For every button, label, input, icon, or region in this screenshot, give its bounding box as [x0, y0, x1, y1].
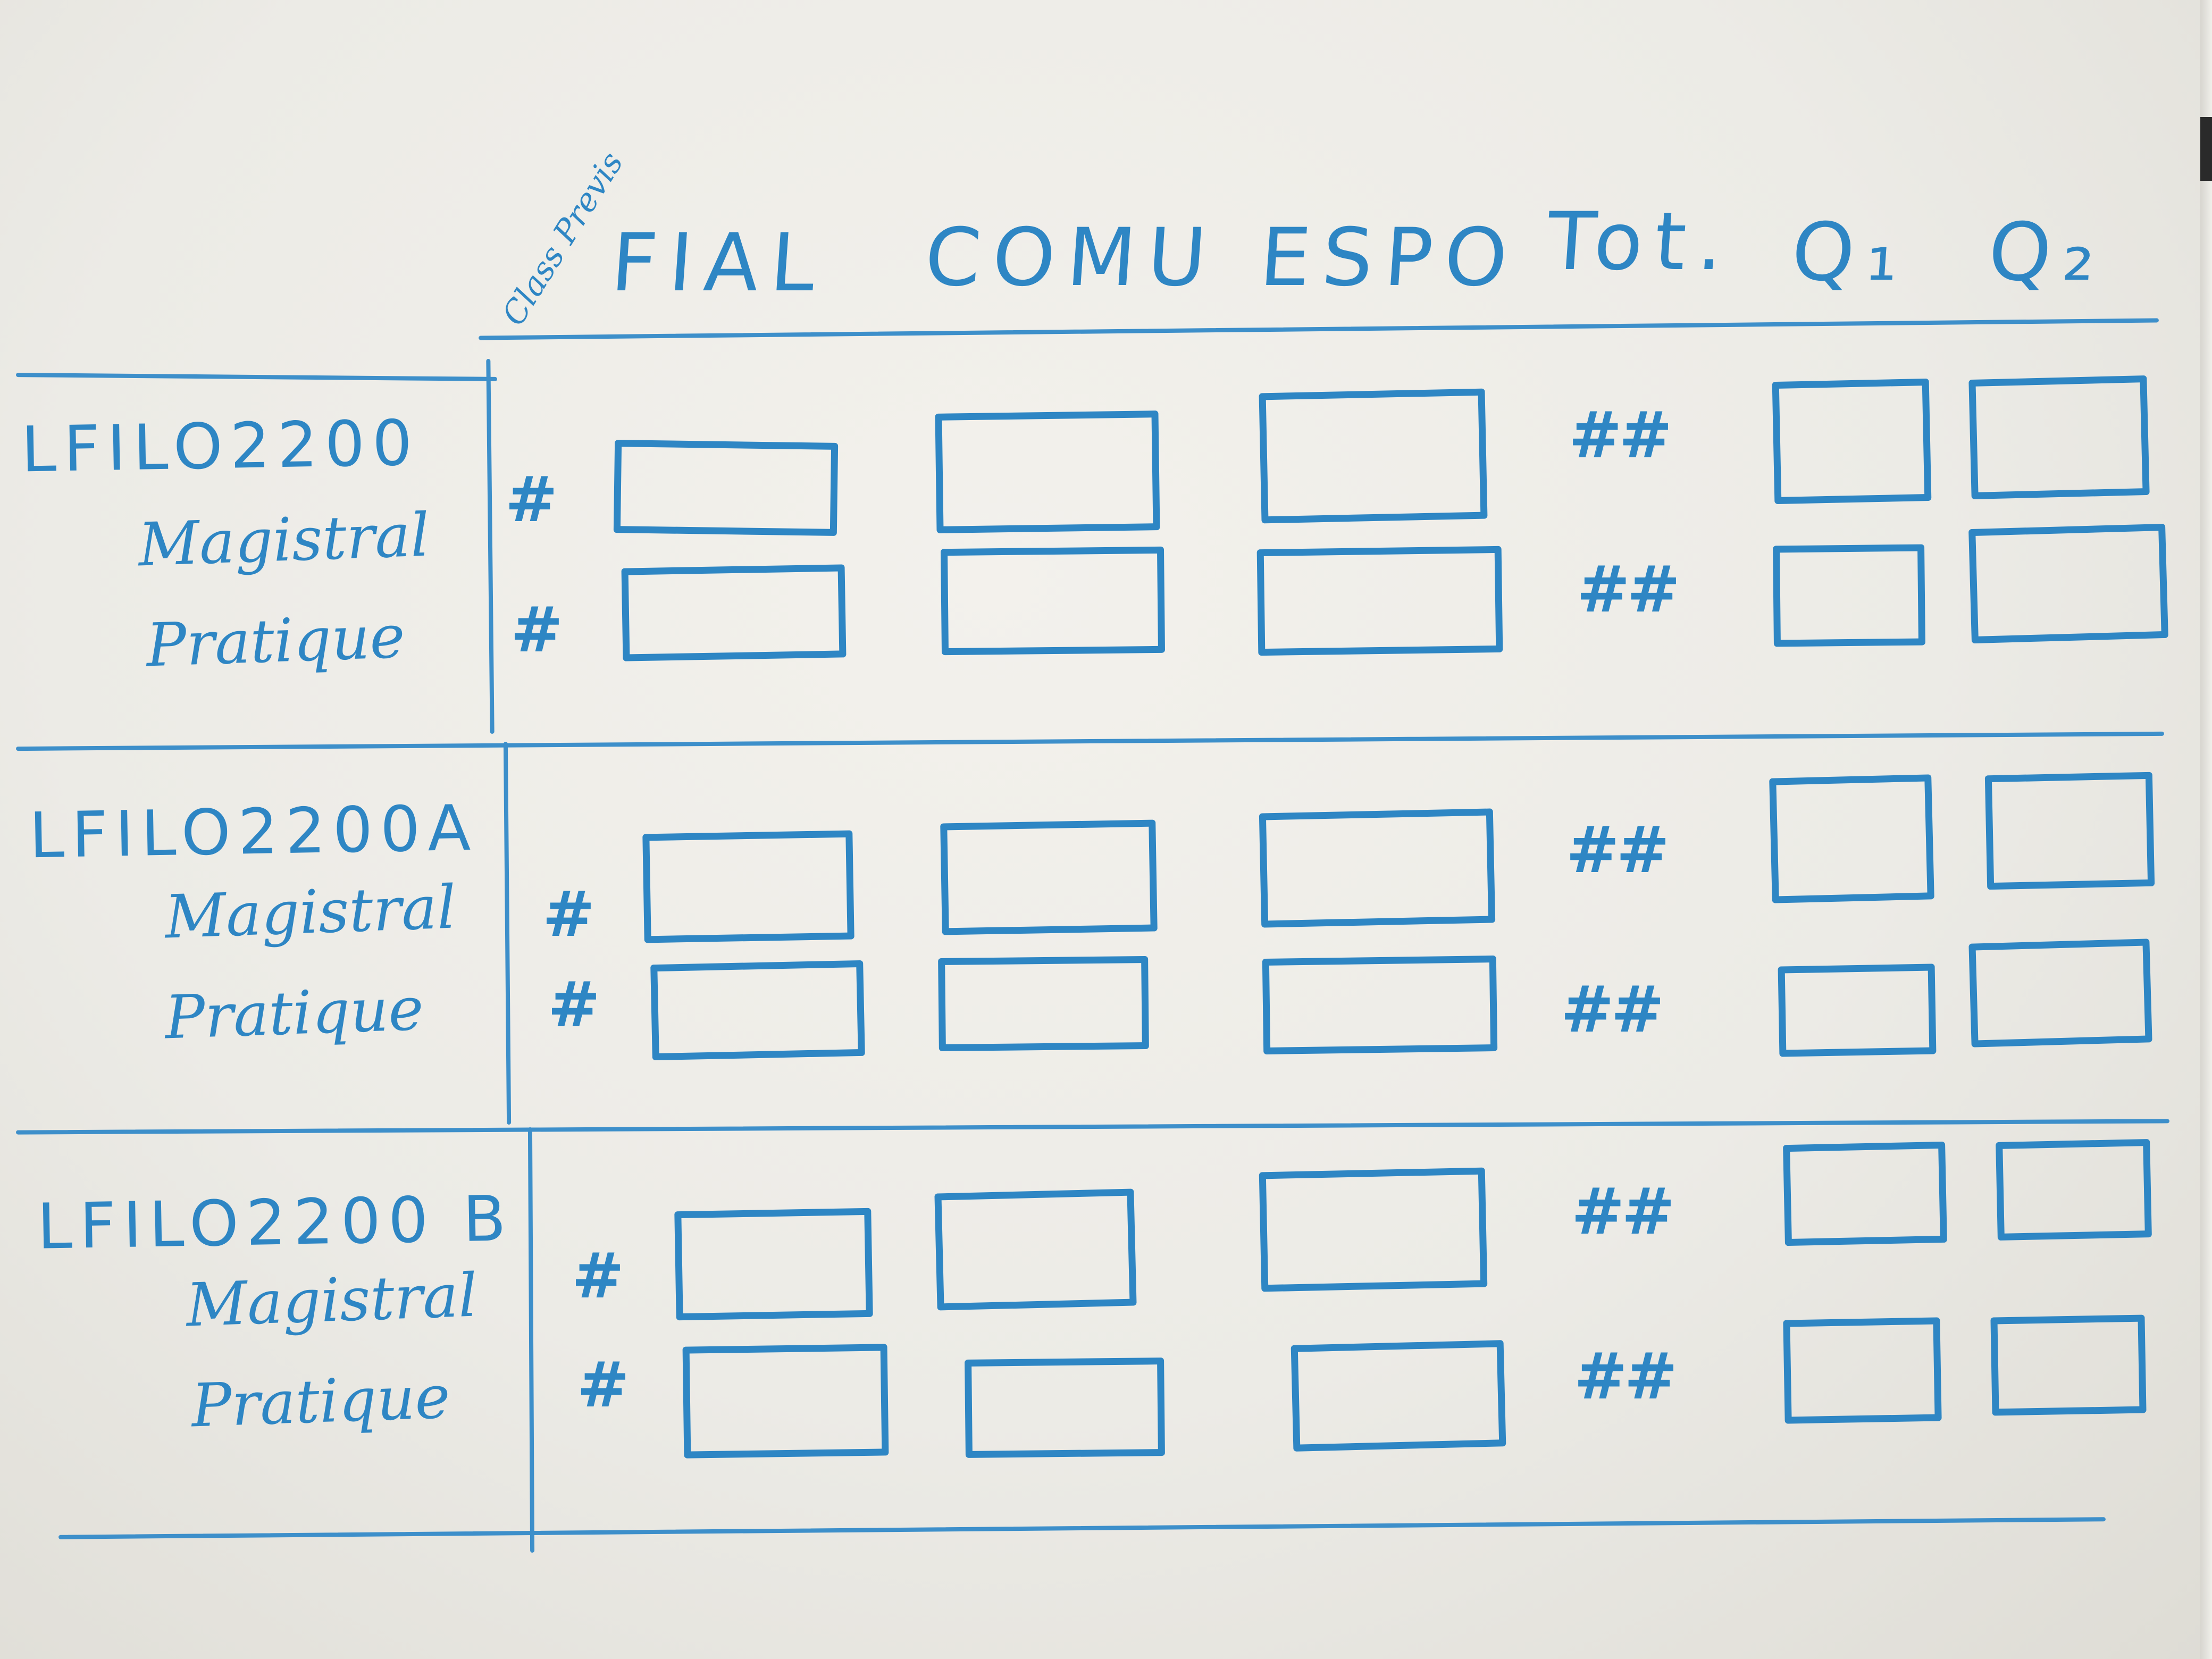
count-hash: #	[577, 1348, 630, 1421]
header-divider-line	[479, 318, 2159, 340]
empty-cell	[1996, 1138, 2152, 1241]
empty-cell	[1968, 523, 2168, 644]
count-hash: #	[510, 593, 563, 666]
bottom-line	[58, 1517, 2106, 1539]
column-divider-line	[527, 1127, 535, 1553]
course-code: LFILO2200 B	[36, 1182, 514, 1263]
row-label-pratique: Pratique	[190, 1362, 451, 1441]
empty-cell	[1259, 388, 1488, 524]
empty-cell	[1778, 963, 1937, 1057]
total-hash: ##	[1569, 399, 1672, 473]
empty-cell	[674, 1208, 873, 1321]
total-hash: ##	[1566, 814, 1670, 887]
empty-cell	[1984, 772, 2155, 890]
course-code: LFILO2200A	[28, 791, 479, 873]
empty-cell	[940, 819, 1158, 935]
row-divider-line	[16, 731, 2164, 751]
row-divider-line	[15, 373, 498, 381]
empty-cell	[1259, 808, 1496, 928]
empty-cell	[1968, 939, 2152, 1048]
row-label-pratique: Pratique	[145, 602, 406, 681]
empty-cell	[1783, 1141, 1947, 1246]
column-header-q2: Q₂	[1985, 206, 2110, 299]
course-code: LFILO2200	[20, 406, 421, 487]
column-header-espo: ESPO	[1256, 212, 1522, 304]
count-hash: #	[548, 968, 600, 1041]
empty-cell	[1769, 774, 1934, 903]
column-header-comu: COMU	[921, 212, 1221, 304]
column-divider-line	[486, 358, 495, 734]
column-header-fial: FIAL	[608, 217, 830, 309]
total-hash: ##	[1574, 1340, 1678, 1414]
empty-cell	[1968, 375, 2150, 500]
empty-cell	[1783, 1317, 1942, 1424]
empty-cell	[1990, 1314, 2147, 1416]
empty-cell	[965, 1358, 1165, 1458]
empty-cell	[1772, 378, 1932, 505]
empty-cell	[934, 1188, 1137, 1311]
count-hash: #	[542, 877, 595, 951]
empty-cell	[642, 830, 854, 943]
column-header-total: Tot.	[1544, 196, 1738, 288]
empty-cell	[621, 564, 847, 661]
row-label-magistral: Magistral	[185, 1261, 479, 1340]
empty-cell	[940, 546, 1166, 656]
empty-cell	[613, 440, 839, 536]
whiteboard-clip	[2200, 117, 2212, 181]
whiteboard-frame	[2200, 0, 2212, 1659]
empty-cell	[1262, 955, 1498, 1055]
empty-cell	[1256, 546, 1503, 656]
empty-cell	[1773, 544, 1925, 647]
column-divider-line	[503, 741, 512, 1125]
row-label-magistral: Magistral	[163, 873, 457, 952]
row-label-magistral: Magistral	[137, 500, 431, 580]
empty-cell	[935, 410, 1160, 533]
count-hash: #	[572, 1239, 624, 1312]
total-hash: ##	[1577, 553, 1680, 627]
column-header-q1: Q₁	[1788, 206, 1914, 299]
total-hash: ##	[1561, 973, 1664, 1047]
total-hash: ##	[1571, 1175, 1675, 1249]
empty-cell	[682, 1344, 889, 1459]
empty-cell	[938, 956, 1149, 1052]
count-hash: #	[505, 463, 558, 536]
empty-cell	[1291, 1340, 1506, 1452]
row-label-pratique: Pratique	[163, 974, 425, 1053]
row-divider-line	[16, 1119, 2169, 1135]
empty-cell	[650, 960, 865, 1061]
empty-cell	[1259, 1167, 1488, 1292]
